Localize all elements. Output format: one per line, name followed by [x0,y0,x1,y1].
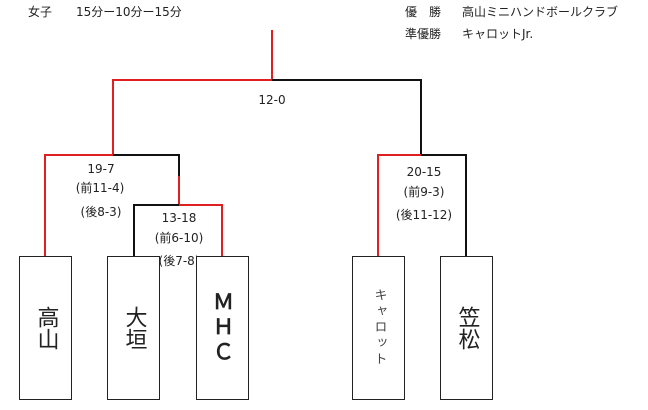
final-right-line [272,79,422,155]
quarter-score: 13-18 [161,211,197,225]
quarter-loser-line [133,204,179,256]
semi-left-winner-line [44,154,113,256]
final-score: 12-0 [258,93,286,107]
runner-up-label: 準優勝 [405,27,442,41]
runner-up-name: キャロットJr. [462,27,534,41]
champion-name: 高山ミニハンドボールクラブ [462,5,619,19]
quarter-second-half: (後7-8) [158,254,200,268]
division-label: 女子 [28,5,53,19]
team-box-takayama: 高山 [19,256,72,400]
champion-label: 優 勝 [405,5,442,19]
semi-left-first-half: (前11-4) [75,181,125,195]
semi-right-score: 20-15 [406,165,442,179]
final-left-line [112,79,272,154]
semi-left-second-half: (後8-3) [80,205,122,219]
semi-right-second-half: (後11-12) [395,208,453,222]
quarter-winner-line [179,204,223,256]
semi-right-first-half: (前9-3) [403,185,445,199]
quarter-first-half: (前6-10) [154,231,204,245]
semi-left-loser-line [113,154,180,176]
match-timing: 15分ー10分ー15分 [76,5,182,19]
semi-left-score: 19-7 [87,162,115,176]
team-box-kasamatsu: 笠松 [440,256,493,400]
team-box-ogaki: 大垣 [107,256,160,400]
semi-right-winner-line [377,154,421,256]
semi-right-loser-line [421,154,467,256]
team-box-mhc: ＭＨＣ [196,256,249,400]
team-box-carrot: キャロット [352,256,405,400]
